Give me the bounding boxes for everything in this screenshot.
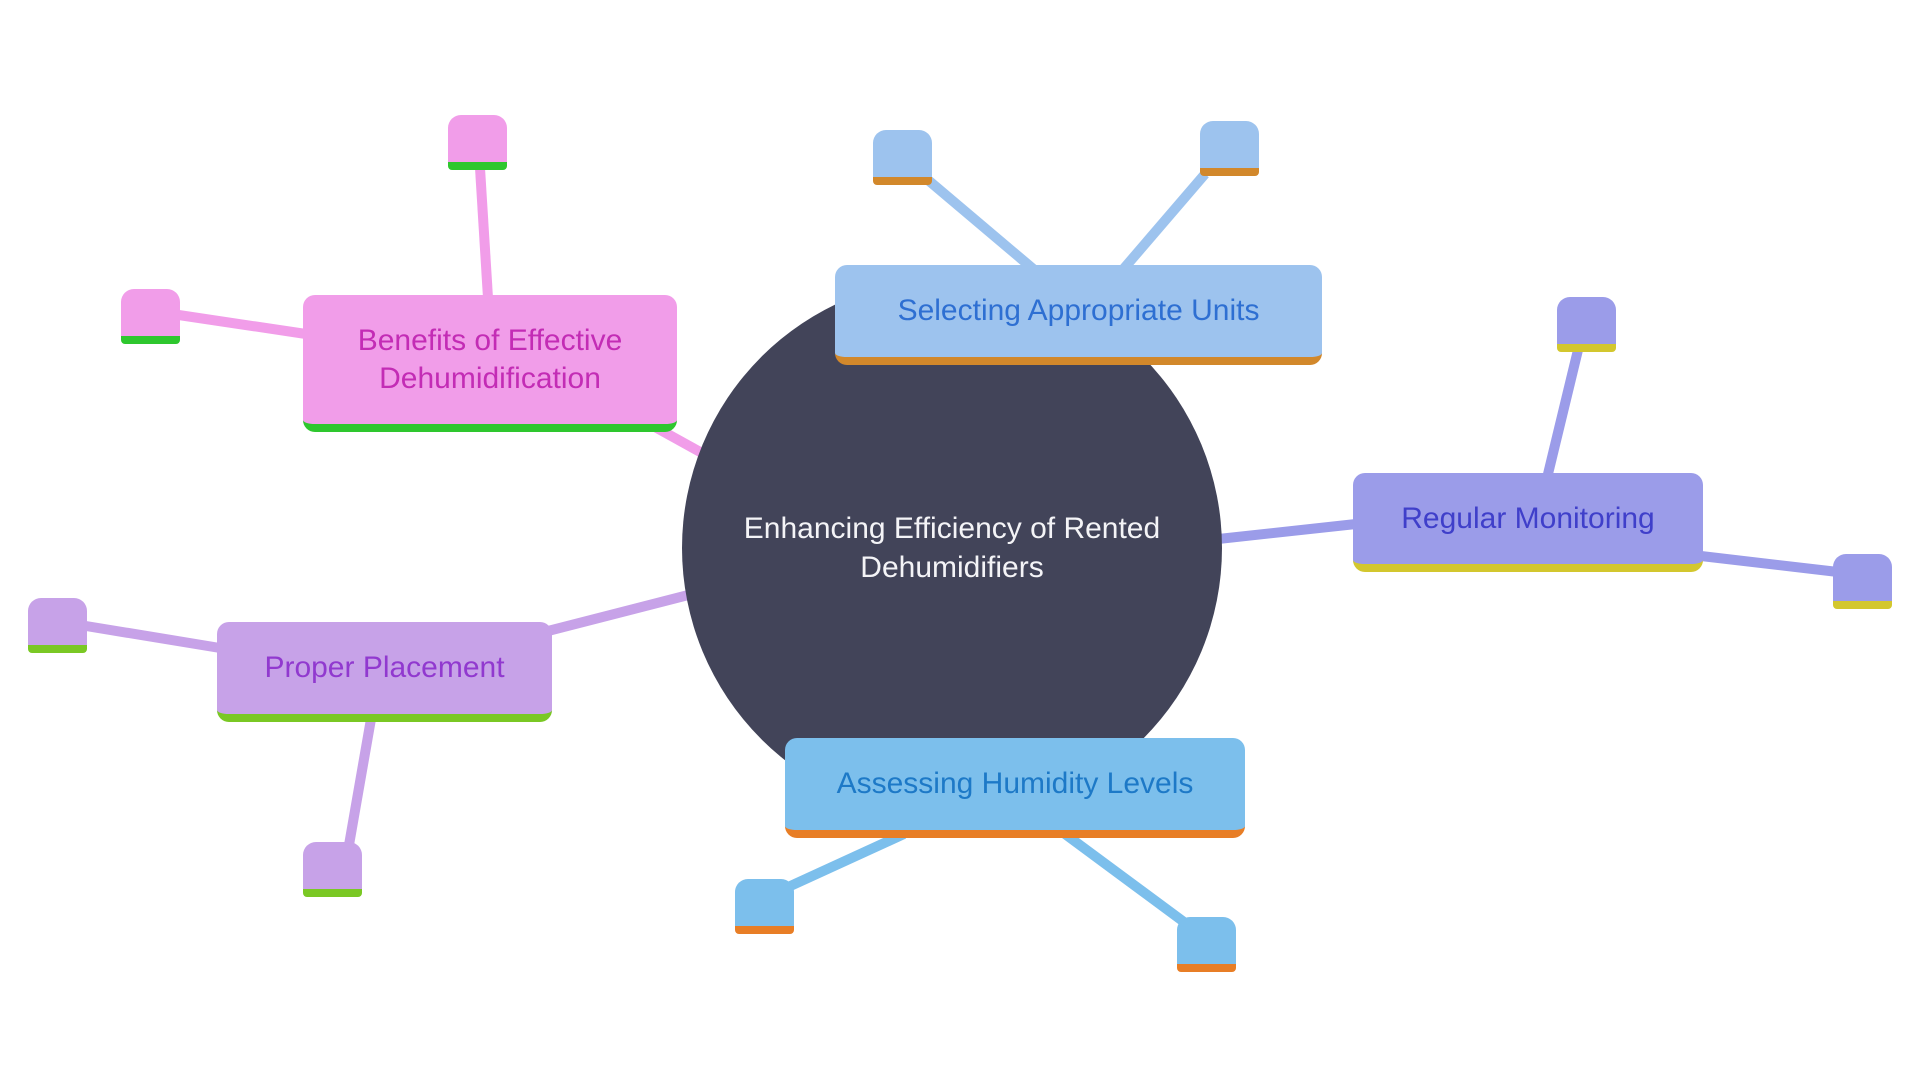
leaf-node-placement-2[interactable] (303, 842, 362, 897)
branch-node-selecting-appropriate-units[interactable]: Selecting Appropriate Units (835, 265, 1322, 365)
branch-node-benefits-of-effective-dehumidification[interactable]: Benefits of Effective Dehumidification (303, 295, 677, 432)
connector-placement-leaf-1 (85, 621, 221, 653)
branch-node-label: Assessing Humidity Levels (836, 767, 1194, 800)
connector-assessing-leaf-1 (783, 829, 907, 893)
connector-selecting-leaf-1 (924, 176, 1042, 277)
leaf-node-selecting-1[interactable] (873, 130, 932, 185)
center-node[interactable]: Enhancing Efficiency of Rented Dehumidif… (682, 278, 1222, 818)
leaf-node-assessing-2[interactable] (1177, 917, 1236, 972)
leaf-node-benefits-2[interactable] (121, 289, 180, 344)
leaf-node-monitoring-1[interactable] (1557, 297, 1616, 352)
branch-node-label: Proper Placement (264, 651, 505, 684)
branch-node-assessing-humidity-levels[interactable]: Assessing Humidity Levels (785, 738, 1245, 838)
branch-node-proper-placement[interactable]: Proper Placement (217, 622, 552, 722)
leaf-node-assessing-1[interactable] (735, 879, 794, 934)
connector-placement-leaf-2 (344, 718, 376, 846)
leaf-node-selecting-2[interactable] (1200, 121, 1259, 176)
leaf-node-monitoring-2[interactable] (1833, 554, 1892, 609)
connector-monitoring-leaf-1 (1543, 348, 1583, 476)
branch-node-label: Selecting Appropriate Units (897, 294, 1260, 327)
connector-benefits-leaf-2 (171, 309, 307, 339)
connector-assessing-leaf-2 (1062, 829, 1191, 930)
leaf-node-placement-1[interactable] (28, 598, 87, 653)
leaf-node-benefits-1[interactable] (448, 115, 507, 170)
branch-node-regular-monitoring[interactable]: Regular Monitoring (1353, 473, 1703, 572)
connector-center-monitoring (1199, 519, 1357, 546)
center-node-label: Enhancing Efficiency of Rented Dehumidif… (743, 512, 1161, 584)
connector-benefits-leaf-1 (475, 167, 493, 299)
connector-monitoring-leaf-2 (1700, 551, 1839, 577)
connector-center-placement (546, 587, 702, 636)
branch-node-label: Regular Monitoring (1401, 501, 1655, 535)
branch-node-label: Benefits of Effective Dehumidification (357, 323, 623, 395)
connector-selecting-leaf-2 (1116, 170, 1209, 277)
